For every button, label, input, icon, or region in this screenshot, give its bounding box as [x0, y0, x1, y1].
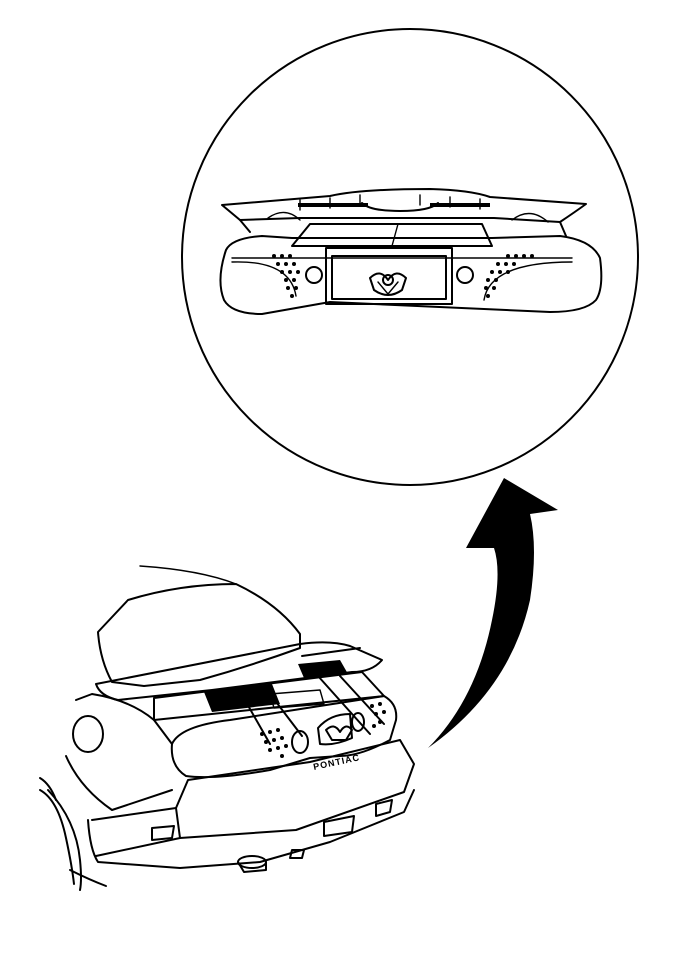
- detail-taillamp-right: [456, 254, 534, 298]
- callout-arrow: [428, 478, 558, 748]
- car-rear-bumper: [87, 739, 415, 873]
- car-taillamp-panel: [170, 695, 398, 779]
- car-rear-glass: [97, 583, 301, 687]
- detail-license-plate: [325, 247, 453, 305]
- car-spoiler: [95, 641, 383, 701]
- magnifier-circle: [181, 28, 639, 486]
- detail-taillamp-left: [272, 254, 323, 298]
- car-rear-tire: [39, 789, 107, 891]
- detail-fascia: [219, 235, 603, 315]
- detail-magnifier: [181, 28, 639, 486]
- detail-spoiler: [221, 188, 587, 237]
- car-body-side: [39, 693, 173, 811]
- car-rear-illustration: PONTIAC: [39, 565, 415, 891]
- detail-decklid: [291, 223, 493, 247]
